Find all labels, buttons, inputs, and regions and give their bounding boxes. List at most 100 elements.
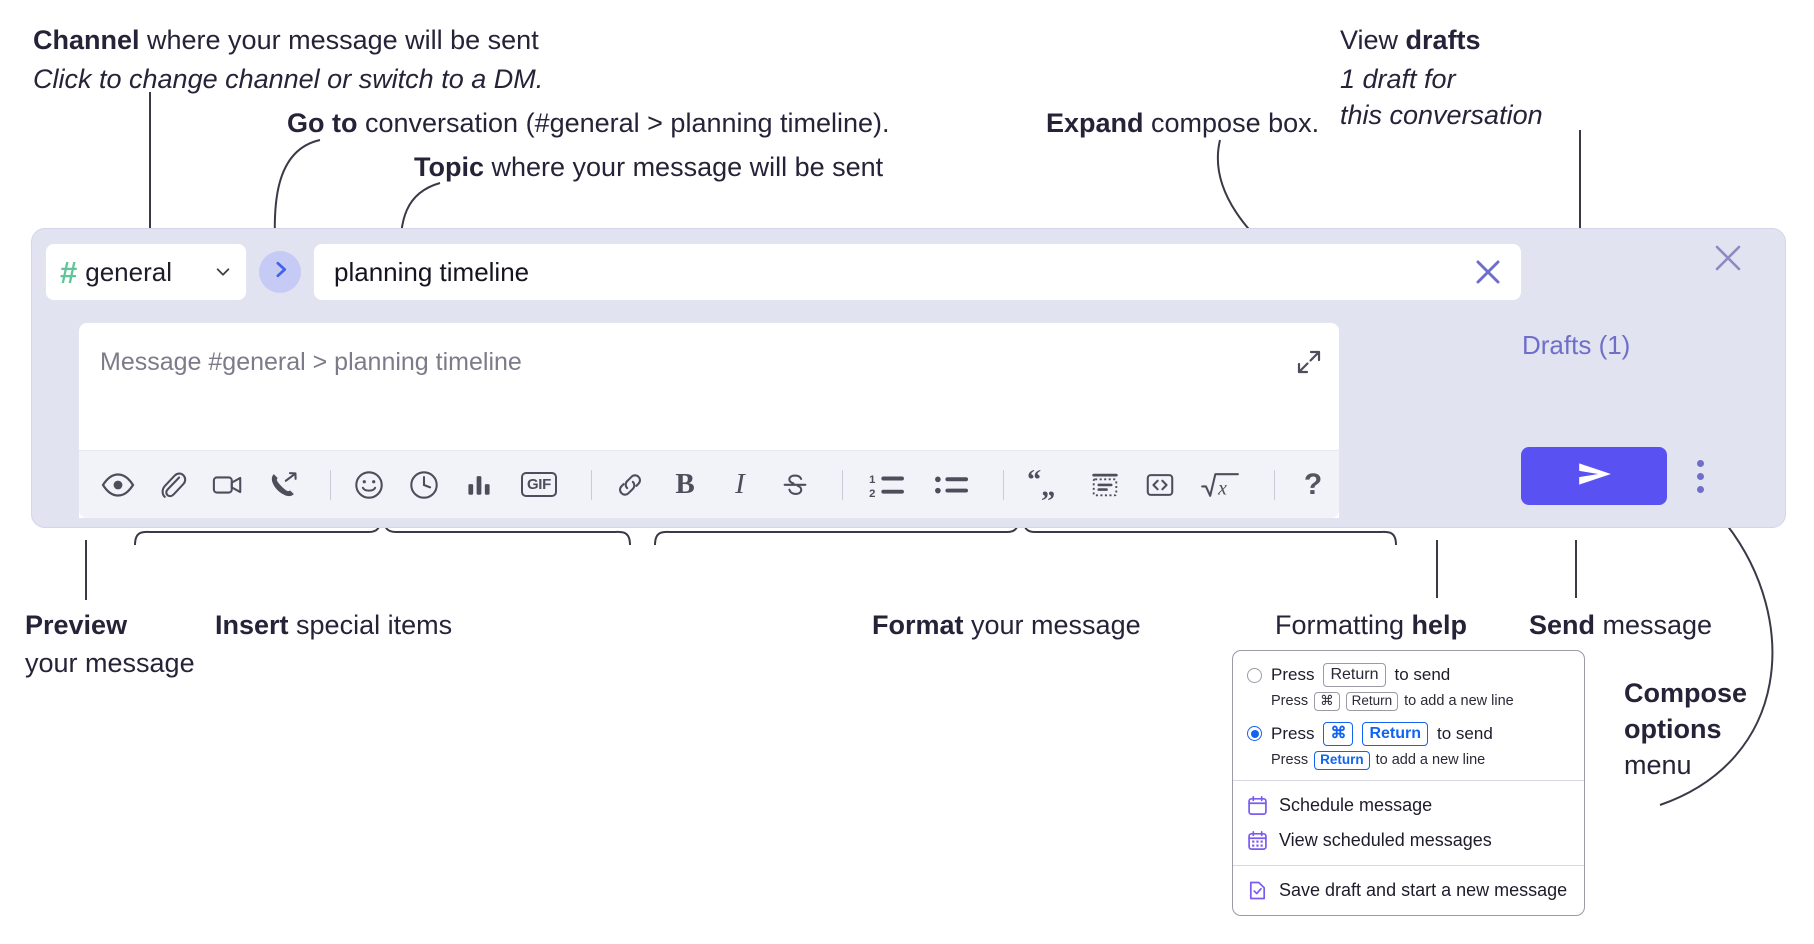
- key-return: Return: [1362, 721, 1429, 746]
- sub-post: to add a new line: [1404, 693, 1514, 710]
- more-options-icon: [1696, 485, 1704, 493]
- code-block-icon[interactable]: [1082, 463, 1128, 507]
- drafts-link[interactable]: Drafts (1): [1522, 330, 1631, 360]
- annotation-compose-options-line3: menu: [1624, 749, 1692, 780]
- annotation-topic-bold: Topic: [414, 152, 484, 182]
- emoji-icon[interactable]: [346, 463, 392, 507]
- hash-icon: #: [60, 254, 77, 290]
- menu-item-schedule-message[interactable]: Schedule message: [1233, 788, 1584, 823]
- close-compose-button[interactable]: [1712, 242, 1744, 274]
- italic-icon[interactable]: I: [717, 463, 763, 507]
- italic-label: I: [735, 468, 745, 500]
- compose-header-row: # general planning timeline: [45, 243, 1522, 301]
- link-icon[interactable]: [607, 463, 653, 507]
- divider: [1003, 469, 1004, 500]
- bullet-list-icon[interactable]: [925, 463, 979, 507]
- divider: [1233, 779, 1584, 781]
- calendar-grid-icon: [1247, 830, 1268, 851]
- compose-options-menu: Press Return to send Press ⌘ Return to a…: [1232, 650, 1585, 916]
- send-icon: [1572, 456, 1616, 497]
- annotation-drafts-bold: drafts: [1405, 25, 1481, 55]
- annotation-help: Formatting help: [1275, 608, 1467, 643]
- bold-icon[interactable]: B: [662, 463, 708, 507]
- radio-unselected-icon[interactable]: [1247, 667, 1262, 683]
- divider: [330, 469, 331, 500]
- annotation-preview-rest: your message: [25, 647, 195, 678]
- calendar-icon: [1247, 795, 1268, 816]
- schedule-section: Schedule message View scheduled messages: [1233, 781, 1584, 865]
- send-option-cmd-return[interactable]: Press ⌘ Return to send: [1233, 719, 1584, 749]
- topic-value: planning timeline: [334, 256, 530, 287]
- key-return: Return: [1314, 750, 1370, 770]
- annotation-goto: Go to conversation (#general > planning …: [287, 106, 890, 141]
- gif-icon[interactable]: GIF: [511, 463, 567, 507]
- clock-icon[interactable]: [401, 463, 447, 507]
- divider: [842, 469, 843, 500]
- send-option-cmd-sub: Press Return to add a new line: [1233, 749, 1584, 772]
- annotation-channel-sub: Click to change channel or switch to a D…: [33, 63, 544, 94]
- preview-icon[interactable]: [95, 463, 141, 507]
- annotation-send-rest: message: [1595, 610, 1713, 640]
- annotation-insert-bold: Insert: [215, 610, 289, 640]
- save-draft-icon: [1247, 880, 1268, 901]
- send-option-return[interactable]: Press Return to send: [1233, 660, 1584, 690]
- formatting-toolbar: GIF B I: [79, 450, 1339, 518]
- menu-item-save-draft[interactable]: Save draft and start a new message: [1233, 873, 1584, 908]
- sub-pre: Press: [1271, 693, 1309, 710]
- send-option-return-pre: Press: [1271, 665, 1315, 684]
- send-option-return-sub: Press ⌘ Return to add a new line: [1233, 690, 1584, 713]
- divider: [1233, 864, 1584, 866]
- annotation-topic: Topic where your message will be sent: [414, 150, 883, 185]
- key-cmd: ⌘: [1323, 721, 1354, 746]
- video-icon[interactable]: [205, 463, 251, 507]
- attachment-icon[interactable]: [150, 463, 196, 507]
- annotation-expand-bold: Expand: [1046, 108, 1144, 138]
- help-icon[interactable]: ?: [1290, 463, 1336, 507]
- menu-item-label: Schedule message: [1279, 794, 1433, 815]
- annotation-expand-rest: compose box.: [1143, 108, 1320, 138]
- gif-label: GIF: [520, 472, 558, 497]
- annotation-send: Send message: [1529, 608, 1712, 643]
- svg-text:„: „: [1041, 471, 1055, 501]
- annotation-preview-bold: Preview: [25, 610, 128, 640]
- annotation-drafts-sub1: 1 draft for: [1340, 63, 1456, 94]
- ordered-list-icon[interactable]: 1 2: [858, 463, 916, 507]
- math-icon[interactable]: x: [1192, 463, 1250, 507]
- annotation-format-rest: your message: [963, 610, 1141, 640]
- phone-forward-icon[interactable]: [260, 463, 306, 507]
- code-icon[interactable]: [1137, 463, 1183, 507]
- poll-icon[interactable]: [456, 463, 502, 507]
- topic-input[interactable]: planning timeline: [313, 243, 1522, 301]
- annotation-goto-rest: conversation (#general > planning timeli…: [357, 108, 890, 138]
- channel-selector[interactable]: # general: [45, 243, 247, 301]
- compose-options-button[interactable]: [1687, 452, 1713, 500]
- send-button[interactable]: [1521, 447, 1667, 505]
- message-input-box[interactable]: Message #general > planning timeline: [78, 322, 1340, 519]
- menu-item-label: View scheduled messages: [1279, 829, 1492, 850]
- menu-item-view-scheduled[interactable]: View scheduled messages: [1233, 823, 1584, 858]
- svg-text:x: x: [1217, 477, 1227, 499]
- draft-section: Save draft and start a new message: [1233, 866, 1584, 915]
- bold-label: B: [675, 468, 695, 500]
- strikethrough-icon[interactable]: [772, 463, 818, 507]
- annotation-channel: Channel where your message will be sent …: [33, 23, 543, 96]
- svg-text:1: 1: [869, 474, 875, 486]
- goto-conversation-button[interactable]: [259, 251, 301, 293]
- annotation-topic-rest: where your message will be sent: [484, 152, 884, 182]
- svg-text:2: 2: [869, 488, 875, 500]
- sub-pre: Press: [1271, 752, 1309, 769]
- chevron-down-icon: [214, 263, 232, 281]
- annotation-format-bold: Format: [872, 610, 964, 640]
- blockquote-icon[interactable]: “ „: [1019, 463, 1073, 507]
- annotation-drafts: View drafts 1 draft for this conversatio…: [1340, 23, 1543, 133]
- divider: [591, 469, 592, 500]
- annotation-goto-bold: Go to: [287, 108, 358, 138]
- radio-selected-icon[interactable]: [1247, 726, 1262, 742]
- annotation-send-bold: Send: [1529, 610, 1596, 640]
- expand-icon[interactable]: [1296, 349, 1322, 375]
- close-icon[interactable]: [1471, 255, 1505, 289]
- annotation-format: Format your message: [872, 608, 1141, 643]
- key-return: Return: [1345, 692, 1399, 711]
- annotation-channel-rest: where your message will be sent: [139, 25, 539, 55]
